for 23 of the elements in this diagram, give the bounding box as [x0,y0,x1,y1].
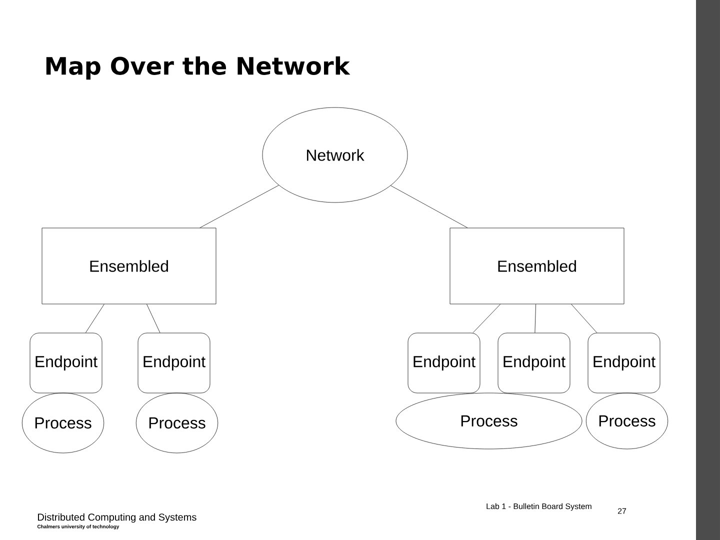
rounded-box: Endpoint [408,332,480,394]
rectangle-box: Ensembled [42,228,216,304]
title: Map Over the Network [46,56,350,80]
connector-line [146,304,160,333]
footer-text: 27 [618,508,626,514]
connector-line [390,185,468,228]
ellipse-node: Process [586,392,668,450]
rounded-box: Endpoint [498,332,570,394]
connector-line [534,304,536,333]
rectangle-box: Ensembled [450,228,624,304]
footer-text: Lab 1 - Bulletin Board System [486,503,592,511]
rounded-box: Endpoint [30,332,102,394]
ellipse-node: Process [22,392,104,454]
ellipse-node: Process [136,392,218,454]
ellipse-node: Process [396,392,582,450]
rounded-box: Endpoint [138,332,210,394]
connector-line [85,304,104,333]
footer-text: Distributed Computing and Systems [38,513,196,523]
connector-line [571,304,598,333]
connector-line [472,304,501,333]
rounded-box: Endpoint [588,332,660,394]
ellipse-node: Network [262,107,408,203]
connector-line [200,185,280,228]
